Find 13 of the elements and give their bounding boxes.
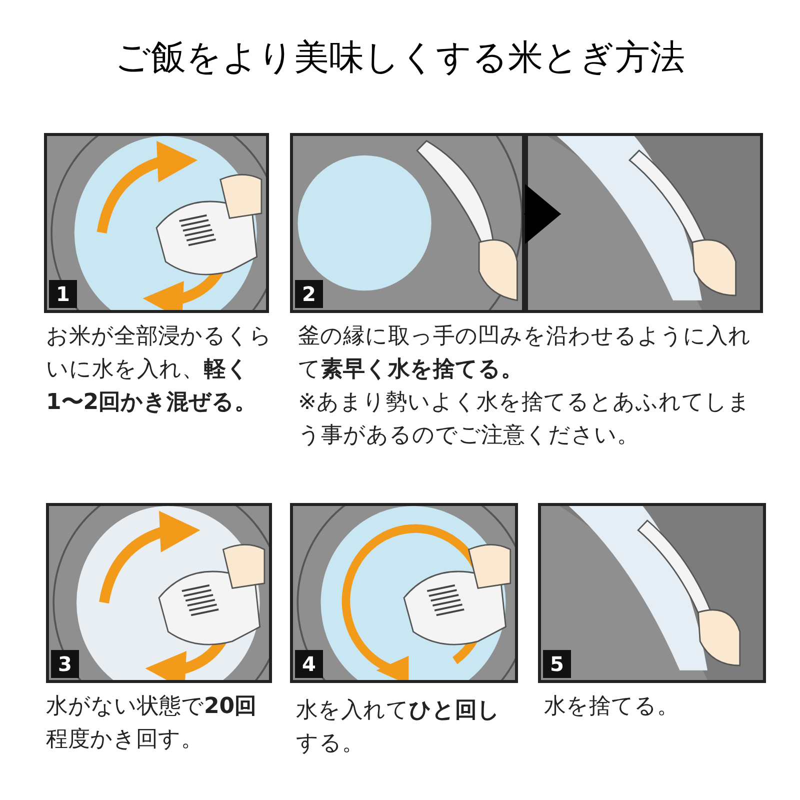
step-caption: ※あまり勢いよく水を捨てるとあふれてしまう事があるのでご注意ください。: [298, 389, 752, 450]
step-caption: 水がない状態で20回程度かき回す。: [46, 693, 258, 754]
step-number: 5: [543, 650, 571, 678]
step-caption: お米が全部浸かるくらいに水を入れ、軽く1〜2回かき混ぜる。: [46, 323, 273, 417]
step-number: 3: [51, 650, 79, 678]
chevron-arrow: [524, 184, 562, 244]
step-caption: 水を入れてひと回しする。: [296, 697, 501, 758]
step-caption: 釜の縁に取っ手の凹みを沿わせるように入れて素早く水を捨てる。: [298, 323, 752, 384]
title: ご飯をより美味しくする米とぎ方法: [114, 37, 686, 80]
step-number: 4: [295, 650, 323, 678]
step-number: 1: [49, 280, 77, 308]
step-caption: 水を捨てる。: [544, 693, 680, 721]
step-number: 2: [295, 280, 323, 308]
